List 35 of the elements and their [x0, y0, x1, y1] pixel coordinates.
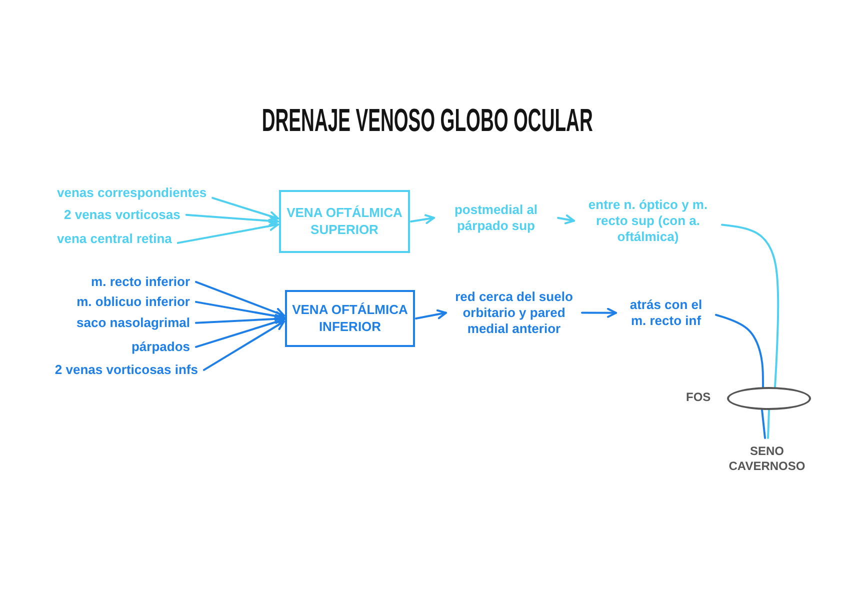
sinus-label: SENO CAVERNOSO [720, 444, 814, 474]
arrow [195, 300, 285, 322]
connector-line [767, 409, 770, 439]
arrow [212, 196, 279, 221]
box-title: VENA OFTÁLMICA SUPERIOR [286, 204, 404, 238]
fissure-ellipse [727, 387, 811, 410]
vein-label: saco nasolagrimal [76, 315, 190, 331]
connector-line [721, 224, 780, 388]
arrow [195, 280, 285, 318]
arrow [557, 214, 575, 224]
route-note: atrás con el m. recto inf [622, 297, 710, 329]
box-title: VENA OFTÁLMICA INFERIOR [291, 302, 409, 336]
vein-label: venas correspondientes [57, 185, 207, 201]
route-note: entre n. óptico y m. recto sup (con a. oftálmica) [580, 197, 716, 245]
fissure-label: FOS [686, 390, 711, 404]
route-note: postmedial al párpado sup [440, 202, 552, 234]
arrow [410, 214, 435, 224]
vein-label: vena central retina [57, 231, 172, 247]
vein-label: 2 venas vorticosas [64, 207, 180, 223]
arrow [415, 309, 447, 320]
arrow [185, 214, 279, 226]
arrow [195, 317, 285, 348]
connector-line [715, 314, 764, 388]
vein-label: m. oblicuo inferior [76, 294, 190, 310]
arrow [176, 221, 279, 244]
diagram-title: DRENAJE VENOSO GLOBO OCULAR [261, 102, 592, 139]
route-note: red cerca del suelo orbitario y pared medial anterior [452, 289, 576, 337]
vein-label: 2 venas vorticosas infs [54, 362, 198, 378]
vein-label: párpados [131, 339, 190, 355]
arrow [581, 308, 617, 318]
arrow [203, 320, 285, 371]
process-box [285, 290, 415, 347]
connector-line [761, 408, 766, 439]
process-box [279, 190, 410, 253]
vein-label: m. recto inferior [91, 274, 190, 290]
